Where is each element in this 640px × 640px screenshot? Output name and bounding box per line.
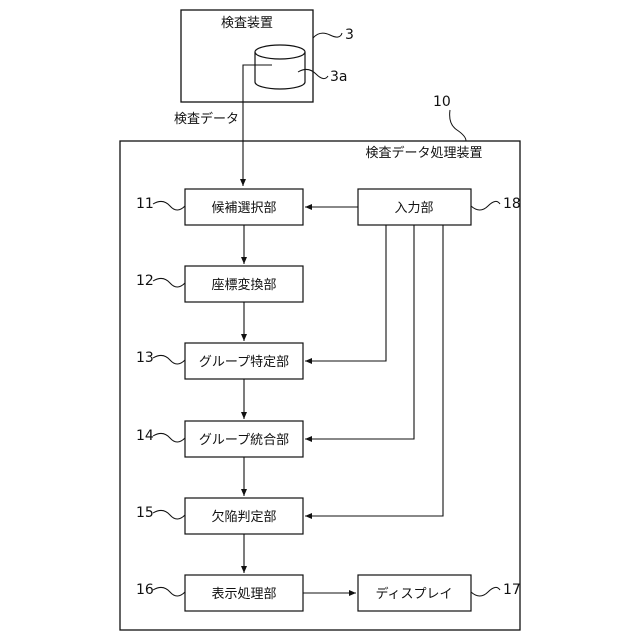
processing-device-ref: 10 [433, 94, 451, 110]
ref-17-leader [471, 587, 500, 596]
ref-3-leader [313, 33, 342, 38]
defect-judge-label: 欠陥判定部 [211, 509, 276, 525]
display-process-ref: 16 [136, 582, 154, 598]
ref-15-leader [153, 510, 185, 519]
ref-12-leader [153, 278, 185, 287]
input-label: 入力部 [394, 201, 433, 216]
processing-device-label: 検査データ処理装置 [365, 145, 482, 161]
candidate-select-ref: 11 [136, 196, 154, 212]
group-identify-label: グループ特定部 [199, 355, 289, 370]
candidate-select-label: 候補選択部 [211, 201, 276, 216]
group-integrate-ref: 14 [136, 428, 154, 444]
ref-18-leader [471, 201, 500, 210]
group-identify-ref: 13 [136, 350, 154, 366]
group-integrate-label: グループ統合部 [199, 433, 289, 448]
arrow-18-to-13 [305, 225, 386, 361]
display-ref: 17 [503, 582, 521, 598]
ref-14-leader [153, 433, 185, 442]
inspection-device-ref: 3 [345, 27, 354, 43]
coord-transform-label: 座標変換部 [211, 277, 276, 293]
storage-ref: 3a [330, 69, 348, 85]
display-label: ディスプレイ [375, 586, 452, 602]
input-ref: 18 [503, 196, 521, 212]
ref-11-leader [153, 201, 185, 210]
coord-transform-ref: 12 [136, 273, 154, 289]
inspection-data-label: 検査データ [174, 111, 239, 127]
defect-judge-ref: 15 [136, 505, 154, 521]
storage-cylinder-icon [255, 45, 305, 89]
ref-16-leader [153, 587, 185, 596]
inspection-device-label: 検査装置 [221, 16, 273, 31]
ref-10-leader [450, 110, 466, 141]
ref-13-leader [153, 355, 185, 364]
display-process-label: 表示処理部 [211, 587, 276, 602]
arrow-18-to-14 [305, 225, 414, 439]
arrow-18-to-15 [305, 225, 443, 516]
